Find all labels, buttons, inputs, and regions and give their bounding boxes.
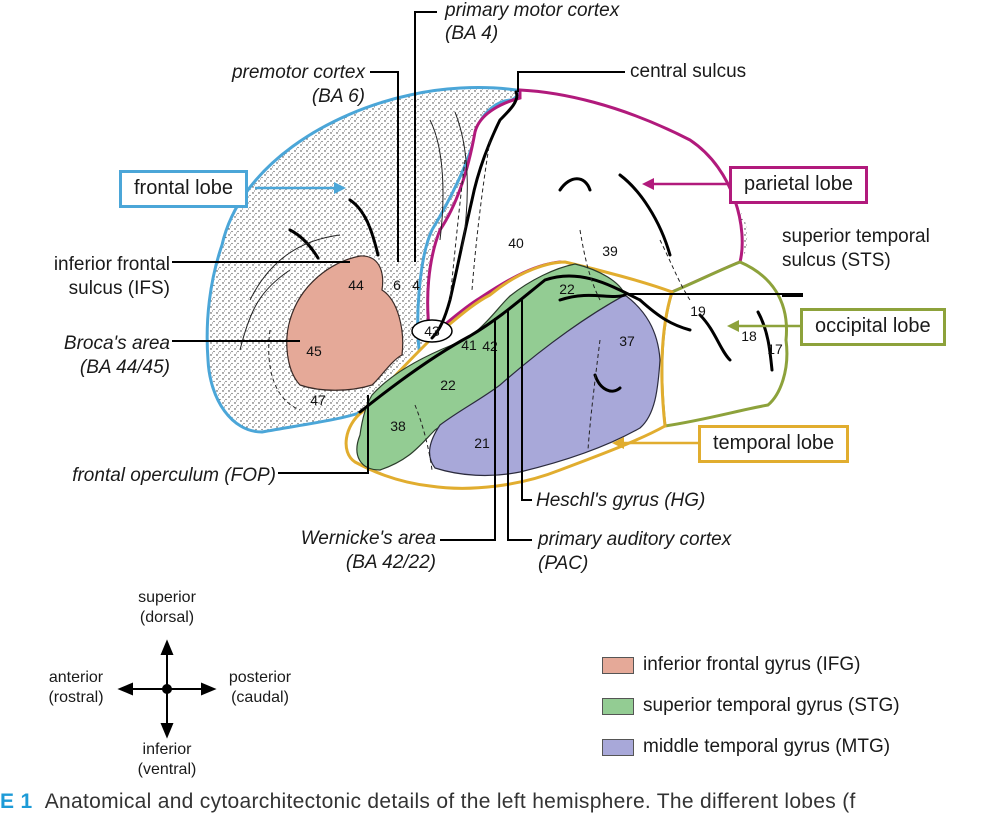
ba-22b: 22	[440, 377, 456, 393]
compass-caudal-text: (caudal)	[231, 689, 289, 706]
compass-posterior: posterior (caudal)	[214, 668, 306, 708]
ba-40: 40	[508, 235, 524, 251]
pac-label-line2: (PAC)	[538, 553, 589, 574]
leader-lines	[172, 11, 803, 541]
ba-43: 43	[424, 323, 440, 339]
brocas-area-label-line2: (BA 44/45)	[79, 357, 170, 378]
ba-22a: 22	[559, 281, 575, 297]
legend-label-mtg: middle temporal gyrus (MTG)	[643, 736, 891, 757]
frontal-lobe-box: frontal lobe	[119, 170, 248, 208]
area-boundaries	[268, 139, 691, 471]
premotor-cortex-label: premotor cortex	[231, 62, 365, 83]
compass-arrows	[117, 639, 217, 739]
figure-caption-text: Anatomical and cytoarchitectonic details…	[44, 790, 856, 813]
temporal-lobe-box: temporal lobe	[698, 425, 850, 463]
ba-4: 4	[412, 277, 420, 293]
ba-47: 47	[310, 392, 326, 408]
legend-item-mtg: middle temporal gyrus (MTG)	[602, 735, 890, 759]
sts-label-line2: sulcus (STS)	[782, 250, 891, 271]
compass-superior-text: superior	[138, 589, 196, 606]
ba-37: 37	[619, 333, 635, 349]
legend-label-stg: superior temporal gyrus (STG)	[643, 695, 900, 716]
ba4-label: (BA 4)	[445, 23, 499, 44]
wernickes-area-label-line1: Wernicke's area	[300, 528, 436, 549]
legend-item-stg: superior temporal gyrus (STG)	[602, 694, 900, 718]
gyral-lines	[239, 111, 468, 351]
compass-superior: superior (dorsal)	[117, 588, 217, 628]
legend-swatch-stg	[602, 697, 634, 715]
lobe-pointers	[255, 182, 802, 445]
ifs-label-line1: inferior frontal	[53, 254, 170, 275]
legend-label-ifg: inferior frontal gyrus (IFG)	[643, 654, 861, 675]
occipital-lobe-box: occipital lobe	[800, 308, 946, 346]
parietal-lobe-box: parietal lobe	[729, 166, 868, 204]
legend-swatch-ifg	[602, 656, 634, 674]
central-sulcus-label: central sulcus	[630, 61, 747, 82]
lobe-arrowheads	[334, 178, 739, 449]
compass-inferior-text: inferior	[142, 741, 192, 758]
compass-anterior-text: anterior	[48, 669, 104, 686]
ba-44: 44	[348, 277, 364, 293]
figure-caption: E 1 Anatomical and cytoarchitectonic det…	[0, 790, 856, 814]
compass-dorsal-text: (dorsal)	[139, 609, 195, 626]
sulci	[288, 90, 774, 414]
ifs-label-line2: sulcus (IFS)	[68, 278, 170, 299]
ba-41: 41	[461, 337, 477, 353]
sts-label-line1: superior temporal	[782, 226, 930, 247]
mtg-region	[428, 294, 661, 477]
frontal-operculum-label: frontal operculum (FOP)	[72, 465, 276, 486]
legend-swatch-mtg	[602, 738, 634, 756]
wernickes-area-label-line2: (BA 42/22)	[345, 552, 436, 573]
ba-18: 18	[741, 328, 757, 344]
compass-anterior: anterior (rostral)	[30, 668, 122, 708]
ba6-label: (BA 6)	[311, 86, 365, 107]
ba-21: 21	[474, 435, 490, 451]
brodmann-labels: 40 39 44 6 4 22 19 43 37 45 41 42 18 17 …	[306, 235, 783, 451]
frontal-lobe-outline	[205, 86, 521, 434]
ba-19: 19	[690, 303, 706, 319]
figure-number: E 1	[0, 790, 33, 813]
compass-inferior: inferior (ventral)	[117, 740, 217, 780]
ba-17: 17	[767, 341, 783, 357]
heschls-gyrus-label: Heschl's gyrus (HG)	[536, 490, 706, 511]
ba-45: 45	[306, 343, 322, 359]
compass-posterior-text: posterior	[228, 669, 292, 686]
ba-6: 6	[393, 277, 401, 293]
legend-item-ifg: inferior frontal gyrus (IFG)	[602, 653, 861, 677]
pac-label-line1: primary auditory cortex	[538, 529, 732, 550]
compass-rostral-text: (rostral)	[48, 689, 104, 706]
ba-38: 38	[390, 418, 406, 434]
ifg-region	[286, 255, 404, 391]
ba-39: 39	[602, 243, 618, 259]
primary-motor-cortex-label: primary motor cortex	[445, 0, 620, 21]
compass-ventral-text: (ventral)	[137, 761, 197, 778]
brocas-area-label-line1: Broca's area	[63, 333, 170, 354]
